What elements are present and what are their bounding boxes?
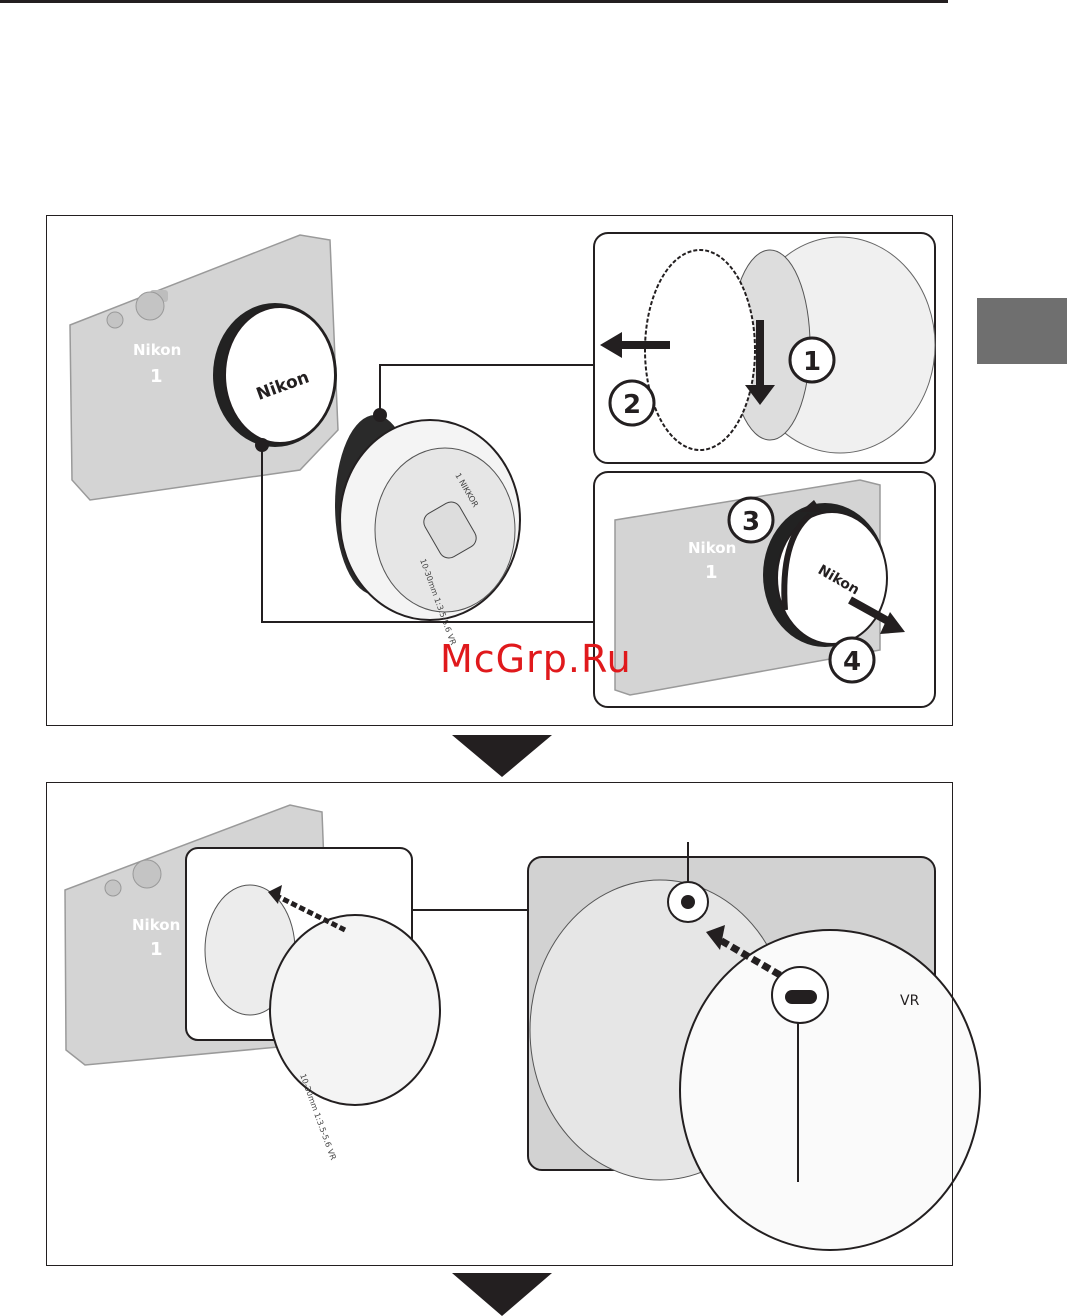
- inset-camera-brand-text: Nikon: [688, 539, 736, 557]
- body-cap-illustration: Nikon: [213, 303, 337, 447]
- step-badge-2: 2: [610, 381, 654, 425]
- lens-index-dot: [373, 408, 387, 422]
- step-number-3: 3: [742, 507, 760, 537]
- step-badge-4: 4: [830, 638, 874, 682]
- camera-brand-text: Nikon: [133, 341, 181, 359]
- step-number-2: 2: [623, 390, 641, 420]
- next-step-arrow-1: [452, 735, 552, 777]
- camera-model-text: 1: [150, 366, 163, 387]
- step-number-4: 4: [843, 647, 861, 677]
- step-badge-1: 1: [790, 338, 834, 382]
- inset-rear-cap: [594, 233, 935, 463]
- step-number-1: 1: [803, 347, 821, 377]
- lens-illustration: 1 NIKKOR 10-30mm 1:3.5-5.6 VR: [335, 415, 520, 647]
- panel-attach-lens: [46, 782, 953, 1266]
- body-index-dot: [255, 438, 269, 452]
- inset-camera-model-text: 1: [705, 562, 718, 583]
- step-badge-3: 3: [729, 498, 773, 542]
- next-step-arrow-2: [452, 1273, 552, 1316]
- watermark-text: McGrp.Ru: [440, 637, 632, 681]
